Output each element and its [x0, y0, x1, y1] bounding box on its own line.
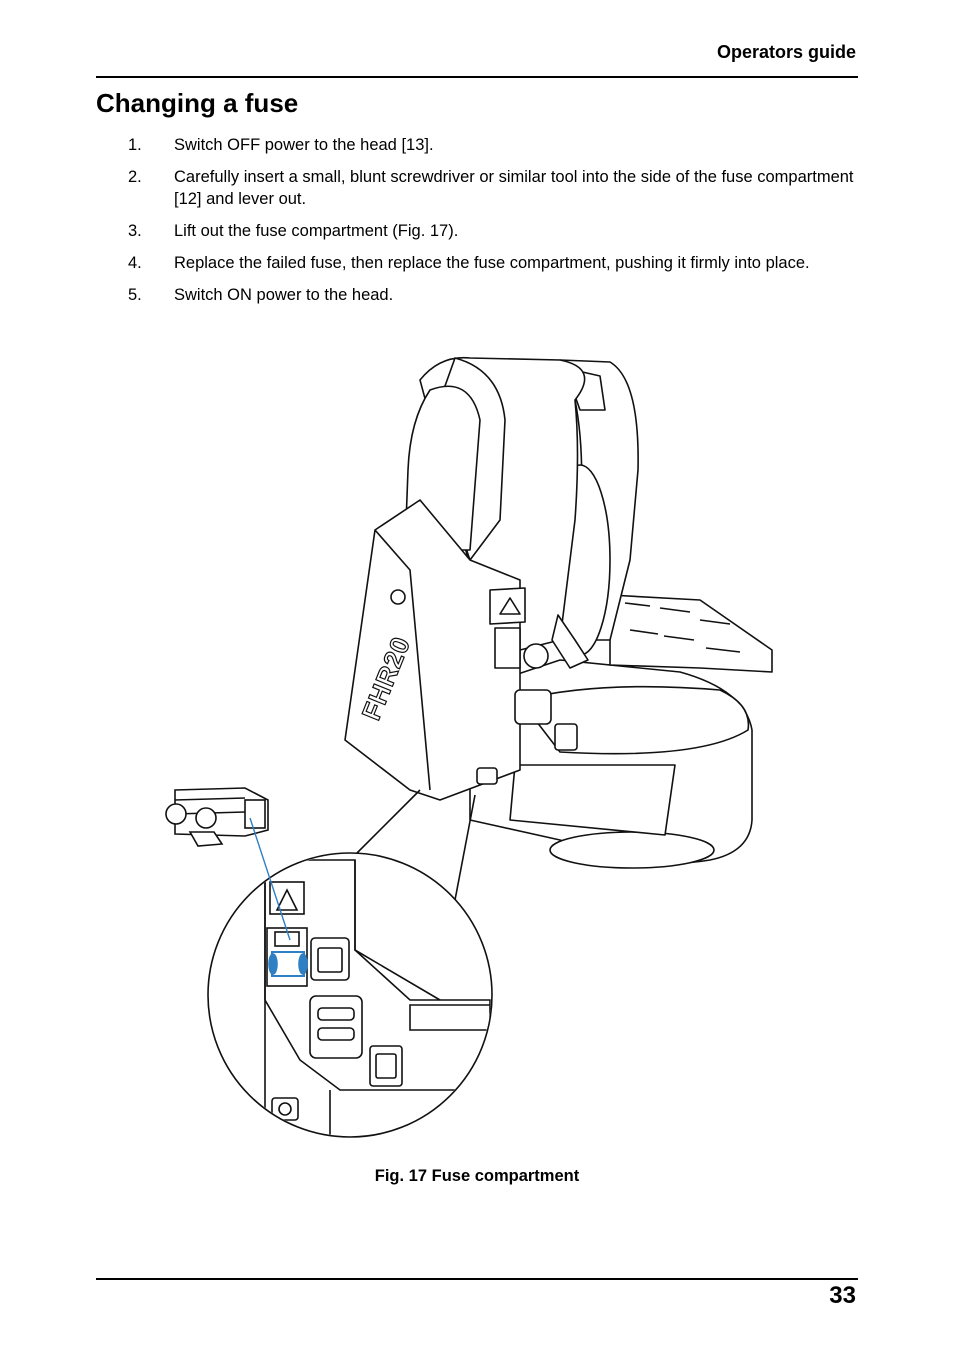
fuse-leader-line	[249, 817, 291, 941]
step-text: Switch OFF power to the head [13].	[174, 136, 434, 154]
instruction-list: 1. Switch OFF power to the head [13]. 2.…	[96, 134, 866, 316]
running-header: Operators guide	[716, 42, 856, 62]
connector-ethernet	[554, 723, 578, 751]
callout-line	[454, 794, 476, 901]
instruction-step: 2. Carefully insert a small, blunt screw…	[96, 166, 866, 210]
body-screw	[390, 589, 406, 605]
step-text: Carefully insert a small, blunt screwdri…	[174, 168, 854, 208]
figure-caption: Fig. 17 Fuse compartment	[374, 1167, 580, 1185]
connector-xlr	[523, 643, 549, 669]
page-number: 33	[829, 1282, 856, 1309]
fuse-compartment-illustration: FHR20	[165, 356, 773, 1138]
fuse-drawer	[165, 787, 269, 847]
step-text: Lift out the fuse compartment (Fig. 17).	[174, 222, 459, 240]
connector-small	[476, 767, 498, 785]
step-text: Replace the failed fuse, then replace th…	[174, 254, 810, 272]
main-body	[344, 499, 521, 801]
connector-panel	[514, 689, 552, 725]
base-ring	[549, 831, 715, 869]
step-number: 1.	[128, 136, 142, 154]
step-number: 2.	[128, 168, 142, 186]
detail-magnifier	[207, 852, 493, 1138]
switch-panel	[494, 627, 521, 669]
instruction-step: 3. Lift out the fuse compartment (Fig. 1…	[96, 220, 866, 242]
step-number: 4.	[128, 254, 142, 272]
instruction-step: 5. Switch ON power to the head.	[96, 284, 866, 306]
step-number: 3.	[128, 222, 142, 240]
base-front-panel	[509, 764, 676, 836]
section-title: Changing a fuse	[96, 88, 299, 118]
instruction-step: 4. Replace the failed fuse, then replace…	[96, 252, 866, 274]
step-text: Switch ON power to the head.	[174, 286, 394, 304]
header-rule	[96, 76, 858, 78]
tilt-platform	[609, 594, 773, 673]
footer-rule	[96, 1278, 858, 1280]
step-number: 5.	[128, 286, 142, 304]
callout-line	[351, 789, 421, 859]
instruction-step: 1. Switch OFF power to the head [13].	[96, 134, 866, 156]
